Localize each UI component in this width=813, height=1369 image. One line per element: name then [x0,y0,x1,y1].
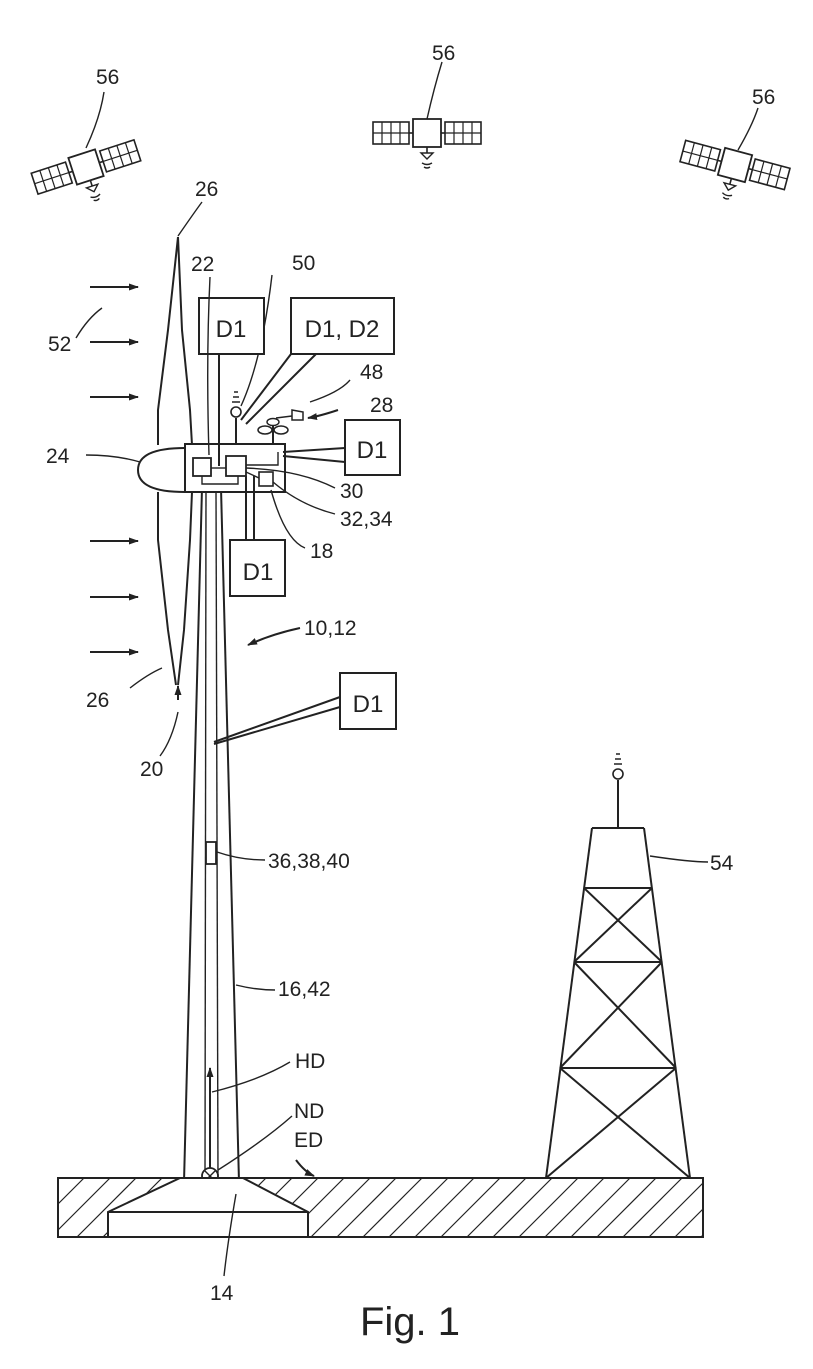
ref-22: 22 [191,253,214,276]
satellite-right-icon [674,138,791,213]
ref-52: 52 [48,333,71,356]
ref-56-left: 56 [96,66,119,89]
tower-sensor [206,842,216,864]
ref-48: 48 [360,361,383,384]
ref-28: 28 [370,394,393,417]
ref-32-34: 32,34 [340,508,393,531]
antenna-icon [231,392,241,444]
lattice-mast [546,754,690,1178]
wind-arrows [90,287,138,652]
ref-26-bottom: 26 [86,689,109,712]
ref-20: 20 [140,758,163,781]
hub [138,448,185,492]
ref-50: 50 [292,252,315,275]
ref-10-12: 10,12 [304,617,357,640]
box-d1-lower: D1 [230,476,285,596]
box-d1-right-label: D1 [357,437,388,464]
satellite-left-icon [30,137,148,217]
ref-54: 54 [710,852,734,875]
ref-nd: ND [294,1100,324,1123]
nacelle [185,444,285,492]
ref-14: 14 [210,1282,234,1305]
box-d1-tower-label: D1 [353,691,384,718]
ref-56-right: 56 [752,86,775,109]
box-d1-d2-label: D1, D2 [305,316,380,343]
ref-24: 24 [46,445,70,468]
box-d1-tower: D1 [214,673,396,744]
ref-ed: ED [294,1129,323,1152]
box-d1-right: D1 [283,420,400,475]
anemometer-icon [258,419,288,445]
ref-30: 30 [340,480,363,503]
figure-caption: Fig. 1 [360,1300,460,1344]
ref-26-top: 26 [195,178,218,201]
wind-vane-icon [276,410,303,420]
ref-hd: HD [295,1050,325,1073]
box-d1-top-left-label: D1 [216,316,247,343]
satellite-middle-icon [373,119,481,168]
ref-36-38-40: 36,38,40 [268,850,350,873]
ref-18: 18 [310,540,333,563]
ref-56-middle: 56 [432,42,455,65]
ref-16-42: 16,42 [278,978,331,1001]
box-d1-lower-label: D1 [243,559,274,586]
